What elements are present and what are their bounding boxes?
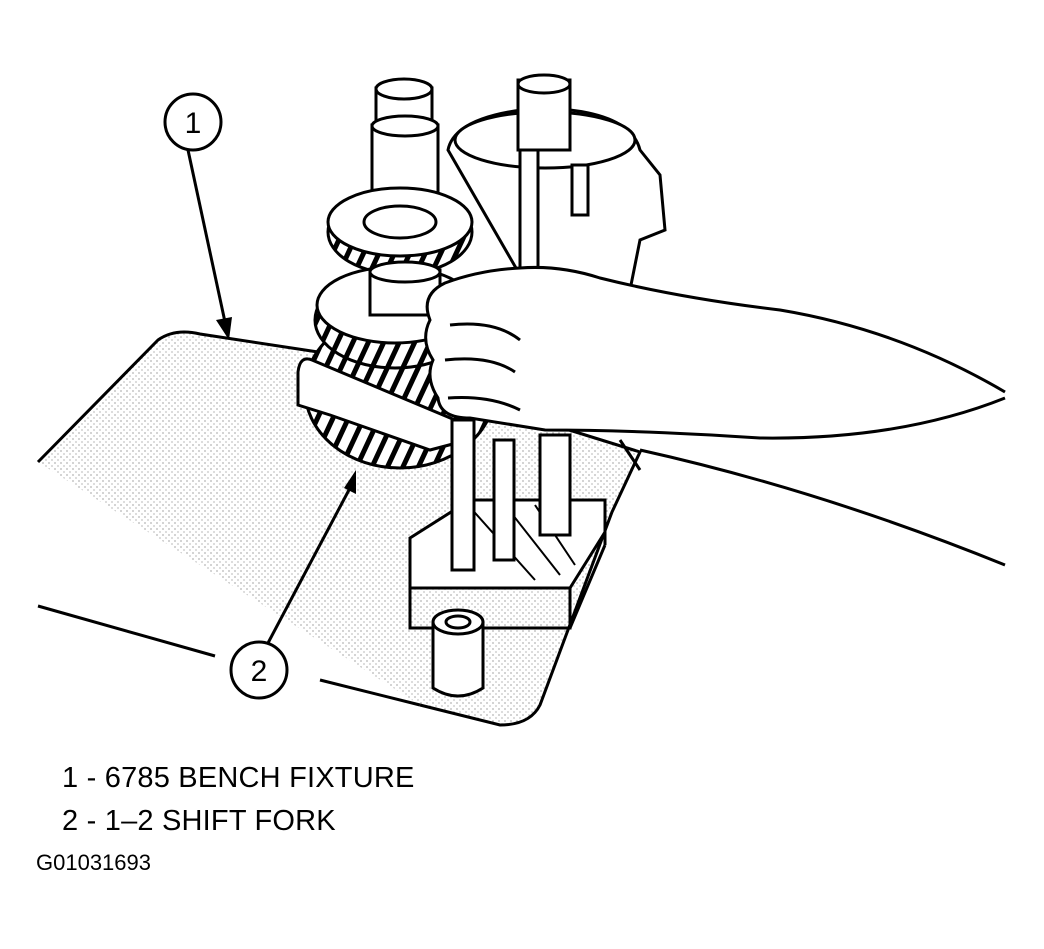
callout-2: 2 — [229, 470, 356, 700]
legend-text: 6785 BENCH FIXTURE — [104, 762, 415, 794]
bushing — [431, 608, 485, 698]
callout-2-number: 2 — [251, 655, 268, 688]
legend-number: 2 — [62, 805, 79, 837]
legend: 1 - 6785 BENCH FIXTURE 2 - 1–2 SHIFT FOR… — [62, 757, 415, 843]
figure-id: G01031693 — [36, 850, 151, 875]
legend-item-2: 2 - 1–2 SHIFT FORK — [62, 800, 415, 843]
legend-separator: - — [86, 805, 97, 837]
upper-gear — [326, 186, 474, 276]
arrowhead-2-icon — [344, 470, 356, 494]
legend-item-1: 1 - 6785 BENCH FIXTURE — [62, 757, 415, 800]
leader-line-2 — [266, 487, 352, 644]
arrowhead-1-icon — [216, 317, 232, 340]
transmission-assembly-illustration: 1 2 — [36, 73, 1006, 727]
callout-1: 1 — [163, 92, 232, 340]
countershaft-housing — [446, 73, 667, 292]
shift-fork — [296, 357, 572, 572]
hand-arm — [424, 265, 1006, 567]
legend-number: 1 — [62, 762, 79, 794]
callout-1-number: 1 — [185, 107, 202, 140]
legend-separator: - — [86, 762, 97, 794]
legend-text: 1–2 SHIFT FORK — [104, 805, 336, 837]
leader-line-1 — [186, 149, 227, 323]
